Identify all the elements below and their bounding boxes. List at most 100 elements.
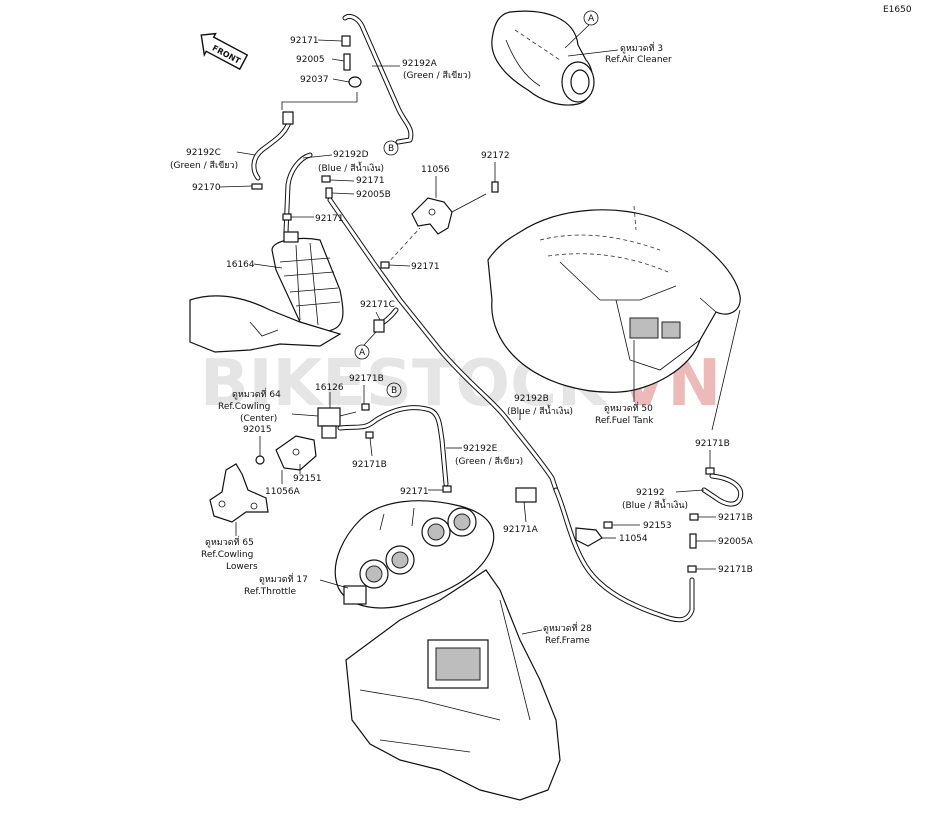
callout-a-circle-mid	[354, 344, 370, 360]
clamp-92170	[251, 183, 263, 190]
ref-cowling-lowers-sub: Lowers	[226, 562, 258, 572]
label-92172: 92172	[481, 151, 510, 161]
label-92171b-5: 92171B	[718, 565, 753, 575]
label-92170: 92170	[192, 183, 221, 193]
holder-92171a	[515, 487, 537, 503]
ref-throttle-thai: ดูหมวดที่ 17	[259, 572, 308, 585]
leader-line	[331, 58, 345, 62]
label-92192a-color: (Green / สีเขียว)	[403, 70, 471, 81]
frame-illustration	[345, 569, 561, 801]
cowling-lower-bracket	[209, 463, 269, 523]
callout-b-top: B	[388, 144, 394, 154]
grommet-92015	[255, 455, 265, 465]
ref-throttle: Ref.Throttle	[244, 587, 297, 597]
callout-a-mid: A	[359, 348, 366, 358]
diagram-id: E1650	[883, 5, 912, 15]
label-92192e-color: (Green / สีเขียว)	[455, 456, 523, 467]
ref-cowling-center-thai: ดูหมวดที่ 64	[232, 387, 281, 400]
label-92171b-4: 92171B	[718, 513, 753, 523]
bolt-92153	[603, 521, 613, 529]
leader-line	[218, 185, 253, 188]
fitting-92005b	[325, 187, 333, 199]
label-92192d-color: (Blue / สีน้ำเงิน)	[318, 161, 384, 174]
label-92171a: 92171A	[503, 525, 539, 535]
leader-line	[329, 179, 355, 182]
hose-92192d	[283, 152, 313, 235]
cowling-fragment	[189, 295, 342, 353]
label-92037: 92037	[300, 75, 329, 85]
clamp-92171b	[687, 565, 697, 573]
label-92171-t: 92171	[400, 487, 429, 497]
leader-line	[253, 263, 283, 269]
leader-line	[375, 311, 381, 321]
leader-line	[369, 437, 373, 457]
leader-line	[523, 501, 527, 523]
label-92005: 92005	[296, 55, 325, 65]
fitting-92005a	[689, 533, 697, 549]
clamp-92171	[282, 213, 292, 221]
label-92171c: 92171C	[360, 300, 395, 310]
label-92192d: 92192D	[333, 150, 369, 160]
label-11056a: 11056A	[265, 487, 301, 497]
leader-line	[521, 629, 543, 635]
hose-92192e	[337, 405, 449, 487]
hose-92171c	[373, 307, 399, 333]
hose-92192c	[251, 117, 293, 181]
label-92192c: 92192C	[186, 148, 221, 158]
label-92192c-color: (Green / สีเขียว)	[170, 160, 238, 171]
leader-line	[281, 92, 358, 110]
leader-line	[363, 331, 377, 346]
hose-92192b	[327, 197, 695, 623]
ref-air-cleaner-thai: ดูหมวดที่ 3	[620, 41, 663, 54]
leader-line	[711, 309, 741, 431]
leader-line	[332, 78, 350, 83]
ref-air-cleaner: Ref.Air Cleaner	[605, 55, 672, 65]
ref-frame: Ref.Frame	[545, 636, 590, 646]
ref-fuel-tank: Ref.Fuel Tank	[595, 416, 654, 426]
label-92192b: 92192B	[514, 394, 549, 404]
label-92171b-1: 92171B	[349, 374, 384, 384]
hose-92192a	[342, 13, 414, 145]
bracket-11056a	[275, 435, 317, 471]
fitting-92005	[343, 53, 351, 71]
label-92153: 92153	[643, 521, 672, 531]
label-92151: 92151	[293, 474, 322, 484]
label-92005a: 92005A	[718, 537, 754, 547]
bracket-11054	[575, 527, 616, 547]
leader-line	[302, 154, 333, 159]
leader-line	[564, 24, 590, 49]
label-92171: 92171	[290, 36, 319, 46]
callout-b-mid: B	[391, 386, 397, 396]
label-92171b-3: 92171B	[695, 439, 730, 449]
leader-line	[331, 192, 355, 195]
callout-a-circle-top	[583, 10, 599, 26]
leader-line	[675, 489, 705, 493]
ref-fuel-tank-thai: ดูหมวดที่ 50	[604, 401, 653, 414]
label-92192: 92192	[636, 488, 665, 498]
clamp-92171	[380, 261, 390, 269]
clamp-92171	[321, 175, 331, 183]
label-92192e: 92192E	[463, 444, 498, 454]
label-92192a: 92192A	[402, 59, 438, 69]
clamp-92171b	[365, 431, 374, 439]
label-92015: 92015	[243, 425, 272, 435]
label-92171-r: 92171	[411, 262, 440, 272]
label-92171b-2: 92171B	[352, 460, 387, 470]
hose-92192	[701, 473, 744, 507]
leader-line	[388, 264, 411, 267]
canister-16164	[271, 231, 344, 333]
air-cleaner-illustration	[491, 10, 595, 106]
clamp-92171	[341, 35, 351, 47]
ref-frame-thai: ดูหมวดที่ 28	[543, 621, 592, 634]
label-16126: 16126	[315, 383, 344, 393]
front-arrow-icon: FRONT	[200, 32, 249, 71]
bracket-11056	[385, 193, 487, 266]
clamp-92171b	[361, 403, 370, 411]
label-92005b: 92005B	[356, 190, 391, 200]
leader-line	[567, 49, 619, 57]
ref-cowling-lowers: Ref.Cowling	[201, 550, 253, 560]
leader-line	[319, 579, 349, 589]
ref-cowling-center-sub: (Center)	[240, 414, 277, 424]
